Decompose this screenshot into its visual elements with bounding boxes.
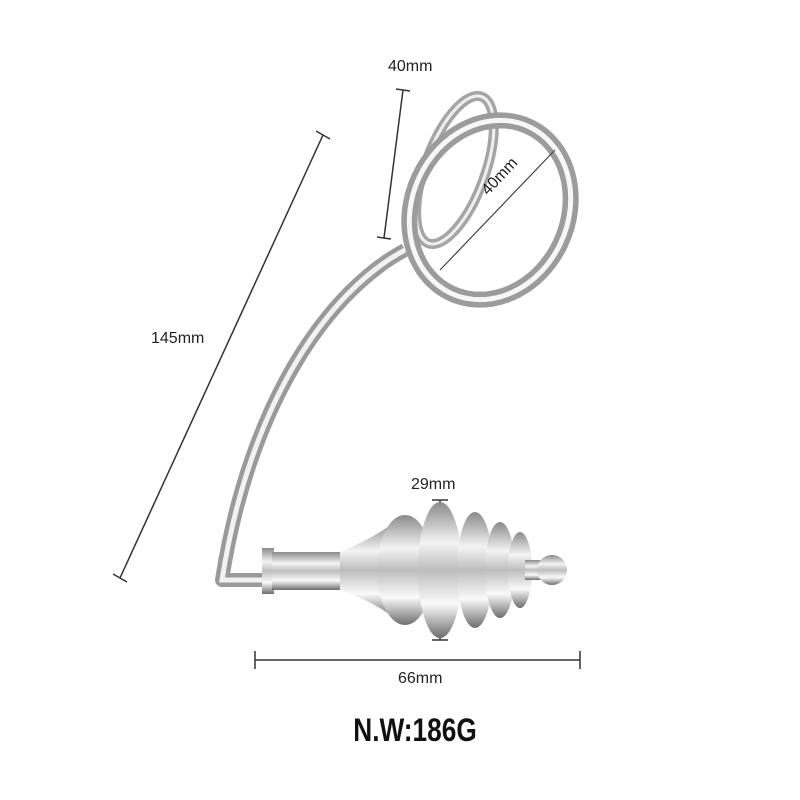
plug-length-label: 66mm — [398, 670, 443, 687]
net-weight: N.W:186G — [353, 712, 477, 748]
rod — [215, 243, 409, 587]
plug-diameter-label: 29mm — [411, 476, 456, 493]
ring-height-label: 40mm — [388, 58, 433, 75]
main-ring — [401, 112, 579, 308]
total-length-label: 145mm — [151, 330, 205, 347]
plug — [262, 502, 567, 638]
